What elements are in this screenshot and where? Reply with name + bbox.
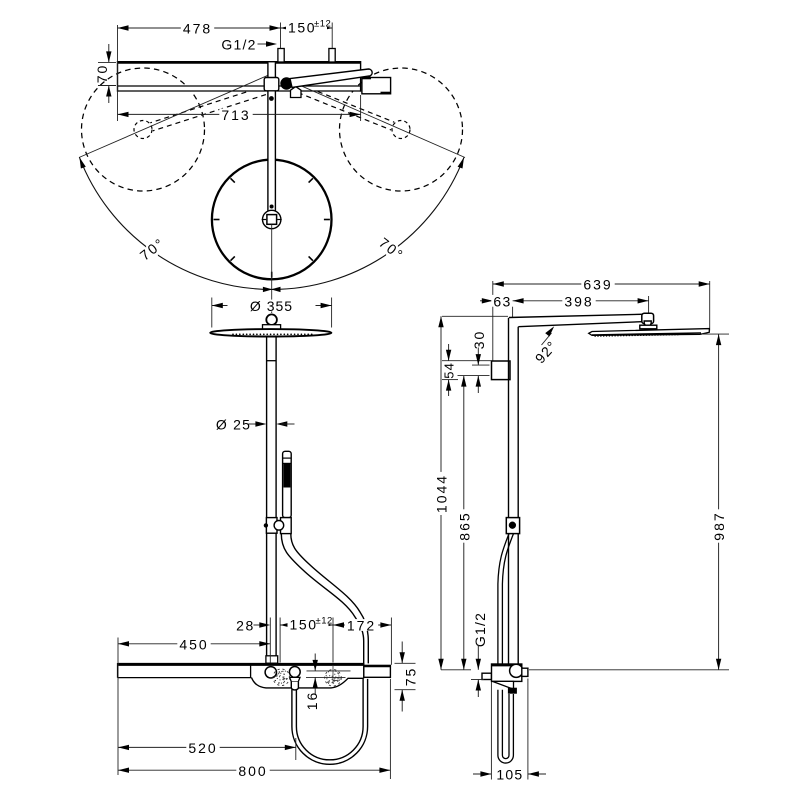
svg-text:G1/2: G1/2: [221, 37, 256, 53]
svg-text:865: 865: [456, 511, 472, 540]
svg-text:105: 105: [496, 767, 523, 783]
svg-text:713: 713: [221, 107, 250, 123]
svg-text:75: 75: [402, 667, 418, 687]
svg-text:398: 398: [564, 293, 593, 309]
svg-text:478: 478: [183, 21, 212, 37]
svg-text:1044: 1044: [434, 474, 450, 513]
svg-text:150: 150: [288, 20, 316, 36]
svg-text:30: 30: [471, 330, 487, 350]
svg-text:Ø 355: Ø 355: [250, 298, 293, 314]
svg-text:520: 520: [188, 740, 217, 756]
svg-text:Ø 25: Ø 25: [216, 417, 251, 433]
svg-text:28: 28: [236, 618, 255, 634]
svg-text:G1/2: G1/2: [472, 612, 488, 647]
svg-text:172: 172: [347, 618, 376, 634]
svg-text:54: 54: [442, 362, 457, 379]
svg-text:70: 70: [94, 64, 110, 84]
svg-text:±12: ±12: [316, 616, 333, 627]
svg-text:800: 800: [238, 763, 267, 779]
svg-text:987: 987: [711, 511, 727, 540]
svg-text:450: 450: [179, 636, 208, 652]
svg-text:±12: ±12: [314, 19, 331, 30]
svg-text:16: 16: [304, 691, 320, 711]
svg-text:639: 639: [583, 277, 612, 293]
svg-text:63: 63: [493, 293, 511, 309]
svg-text:150: 150: [290, 617, 318, 633]
